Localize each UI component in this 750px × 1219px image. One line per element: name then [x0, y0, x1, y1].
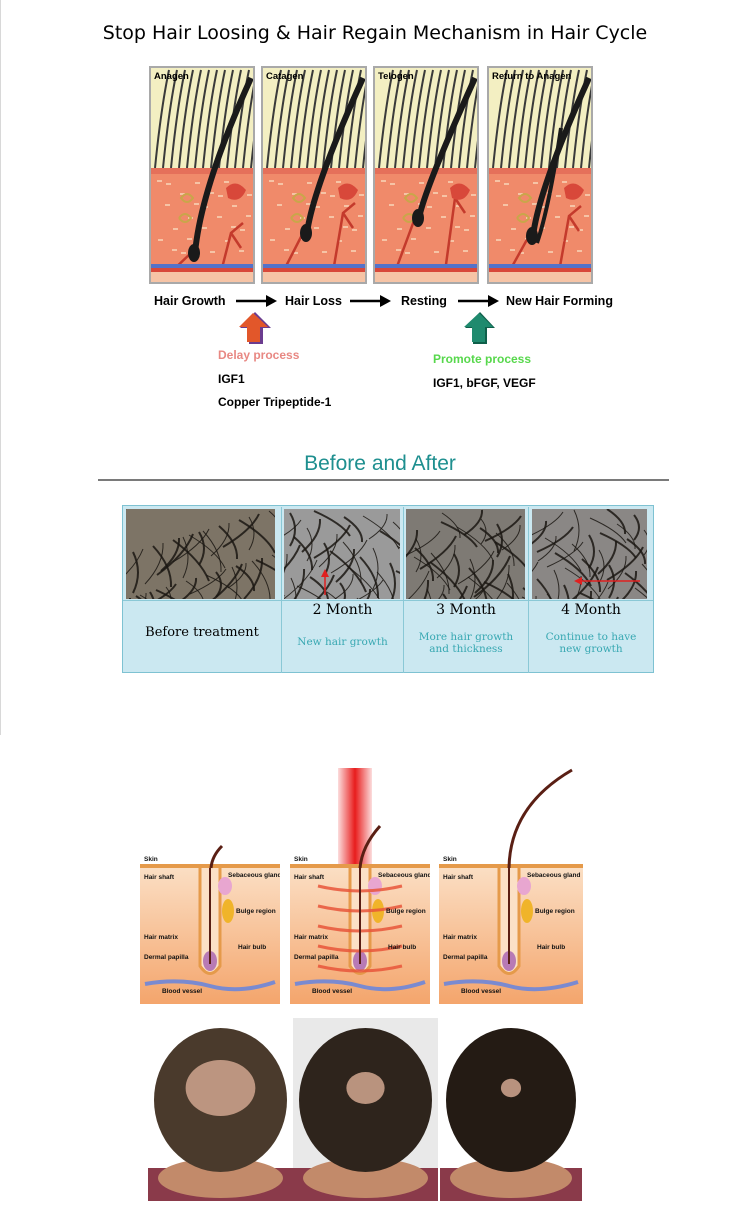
- dermal-papilla-label: Dermal papilla: [144, 954, 189, 961]
- scalp-photo: [406, 509, 525, 599]
- column-separator: [403, 507, 404, 673]
- hair-matrix-label: Hair matrix: [144, 934, 178, 941]
- panel-label: Anagen: [154, 71, 189, 82]
- sebaceous-gland-label: Sebaceous gland: [527, 872, 581, 879]
- column-desc-4-month-line2: new growth: [559, 643, 623, 655]
- stage-resting: Resting: [401, 294, 447, 308]
- hair-matrix-label: Hair matrix: [294, 934, 328, 941]
- column-desc-3-month-line1: More hair growth: [418, 631, 514, 643]
- hair-shaft-label: Hair shaft: [144, 874, 174, 881]
- column-head-2-month: 2 Month: [312, 602, 373, 618]
- delay-item-copper: Copper Tripeptide-1: [218, 395, 332, 409]
- sebaceous-gland-label: Sebaceous gland: [378, 872, 430, 879]
- arrow-right-icon: [350, 295, 391, 307]
- bulge-region-label: Bulge region: [386, 908, 426, 915]
- blood-vessel-label: Blood vessel: [461, 988, 502, 995]
- hair-bulb-label: Hair bulb: [388, 944, 417, 951]
- column-desc-2-month: New hair growth: [297, 636, 388, 648]
- page-left-rule: [0, 0, 1, 735]
- arrow-right-icon: [458, 295, 499, 307]
- panel-anagen: Anagen: [149, 66, 255, 284]
- page-title: Stop Hair Loosing & Hair Regain Mechanis…: [102, 22, 648, 44]
- laser-beam: [338, 768, 372, 880]
- before-after-band-line: [123, 600, 653, 601]
- before-treatment-label: Before treatment: [145, 625, 259, 640]
- panel-return-to-anagen: Return to Anagen: [487, 66, 593, 284]
- sebaceous-gland-label: Sebaceous gland: [228, 872, 280, 879]
- skin-label: Skin: [144, 856, 158, 863]
- arrow-right-icon: [236, 295, 277, 307]
- column-desc-3-month-line2: and thickness: [429, 643, 503, 655]
- head-photo: [293, 1018, 438, 1201]
- delay-arrow-icon: [239, 312, 271, 344]
- column-desc-4-month-line1: Continue to have: [545, 631, 637, 643]
- column-head-4-month: 4 Month: [561, 602, 621, 618]
- head-photo: [440, 1018, 582, 1201]
- blood-vessel-label: Blood vessel: [312, 988, 353, 995]
- bulge-region-label: Bulge region: [236, 908, 276, 915]
- panel-label: Catagen: [266, 71, 304, 82]
- dermal-papilla-label: Dermal papilla: [294, 954, 339, 961]
- promote-arrow-icon: [464, 312, 495, 344]
- panel-catagen: Catagen: [261, 66, 367, 284]
- column-separator: [281, 507, 282, 673]
- scalp-photo: [126, 509, 275, 599]
- before-after-title: Before and After: [304, 452, 456, 475]
- before-after-divider: [98, 479, 669, 481]
- hair-bulb-label: Hair bulb: [238, 944, 267, 951]
- skin-label: Skin: [443, 856, 457, 863]
- column-head-3-month: 3 Month: [436, 602, 496, 618]
- hair-matrix-label: Hair matrix: [443, 934, 477, 941]
- scalp-photo: [532, 509, 647, 599]
- delay-process-title: Delay process: [218, 348, 300, 362]
- skin-label: Skin: [294, 856, 308, 863]
- promote-process-title: Promote process: [433, 352, 532, 366]
- stage-new-hair-forming: New Hair Forming: [506, 294, 613, 308]
- promote-item-factors: IGF1, bFGF, VEGF: [433, 376, 536, 390]
- blood-vessel-label: Blood vessel: [162, 988, 203, 995]
- hair-bulb-label: Hair bulb: [537, 944, 566, 951]
- stage-hair-growth: Hair Growth: [154, 294, 226, 308]
- head-photo: [148, 1018, 293, 1201]
- bulge-region-label: Bulge region: [535, 908, 575, 915]
- hair-strands: [209, 768, 573, 869]
- stage-hair-loss: Hair Loss: [285, 294, 342, 308]
- column-separator: [528, 507, 529, 673]
- hair-shaft-label: Hair shaft: [443, 874, 473, 881]
- delay-item-igf1: IGF1: [218, 372, 245, 386]
- scalp-photo: [284, 509, 400, 599]
- panel-label: Telogen: [378, 71, 414, 82]
- hair-shaft-label: Hair shaft: [294, 874, 324, 881]
- panel-telogen: Telogen: [373, 66, 479, 284]
- dermal-papilla-label: Dermal papilla: [443, 954, 488, 961]
- panel-label: Return to Anagen: [492, 71, 572, 82]
